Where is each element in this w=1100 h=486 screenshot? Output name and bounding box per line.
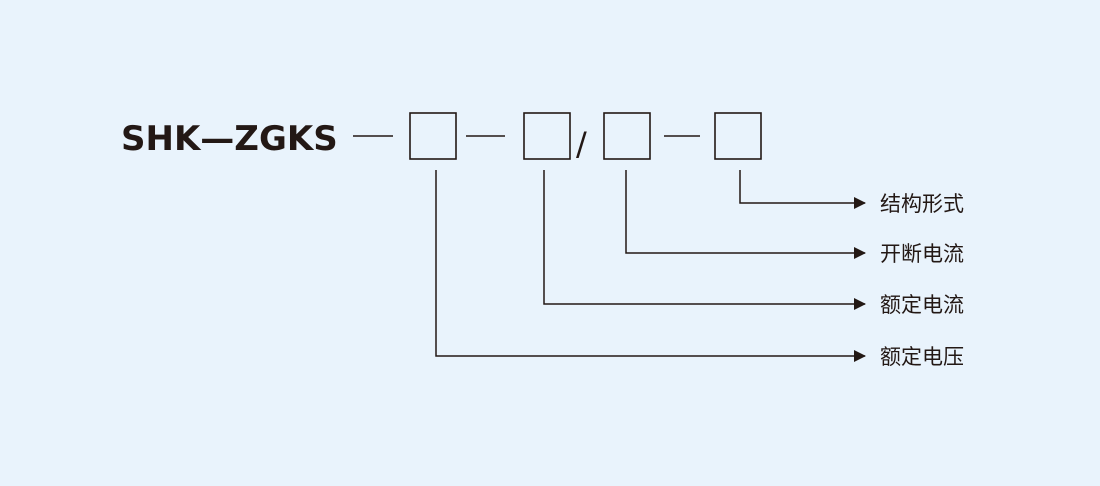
code-box-voltage bbox=[409, 112, 457, 160]
code-box-current bbox=[523, 112, 571, 160]
leader-structure bbox=[739, 170, 866, 209]
label-breaking-current: 开断电流 bbox=[880, 242, 964, 266]
leader-voltage bbox=[435, 170, 866, 362]
model-prefix: SHK—ZGKS bbox=[121, 119, 338, 159]
label-rated-voltage: 额定电压 bbox=[880, 345, 964, 369]
slash: / bbox=[576, 125, 587, 163]
label-rated-current: 额定电流 bbox=[880, 293, 964, 317]
code-box-structure bbox=[714, 112, 762, 160]
leader-breaking bbox=[625, 170, 866, 259]
leader-current bbox=[543, 170, 866, 310]
label-structure-form: 结构形式 bbox=[880, 192, 964, 216]
code-box-breaking bbox=[603, 112, 651, 160]
